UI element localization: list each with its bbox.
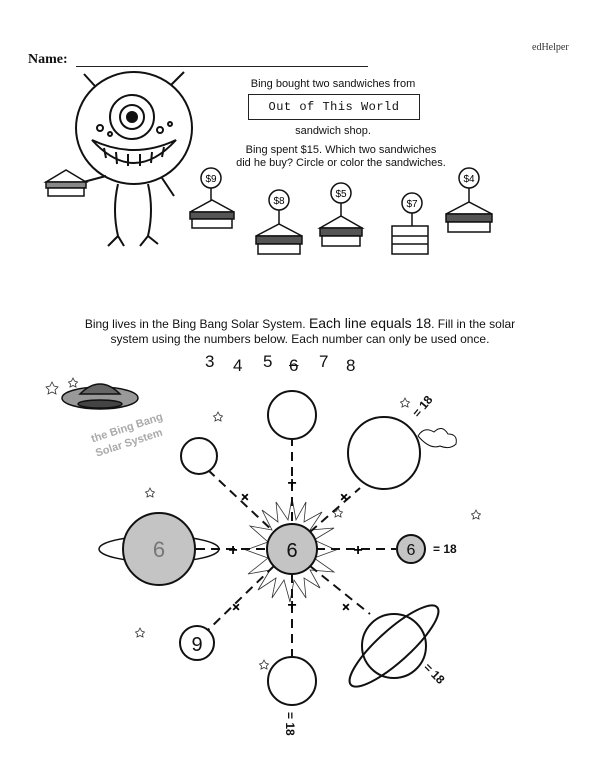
problem1-question: Bing spent $15. Which two sandwiches did… [236, 144, 446, 170]
plus-lower-right: + [336, 598, 355, 617]
eq18-upper-right: = 18 [410, 393, 436, 420]
price-8-label: $8 [273, 196, 285, 207]
center-sun[interactable] [266, 523, 318, 575]
plus-upper-right: + [335, 488, 354, 507]
problem1-line3: Bing spent $15. Which two sandwiches [245, 144, 437, 156]
instr-bold: Each line equals 18 [308, 315, 432, 331]
name-input-line[interactable] [76, 66, 368, 67]
sandwich-4-icon [445, 167, 493, 233]
number-bank-7: 7 [319, 352, 329, 371]
name-label: Name: [28, 52, 68, 67]
problem1-line4: did he buy? Circle or color the sandwich… [236, 157, 446, 169]
problem2-instructions: Bing lives in the Bing Bang Solar System… [60, 316, 540, 347]
price-5-label: $5 [335, 189, 347, 200]
bottom-left-value: 9 [191, 634, 202, 656]
number-bank-4: 4 [233, 356, 243, 375]
number-bank-6: 6 [289, 356, 299, 375]
planet-left[interactable] [122, 512, 196, 586]
number-bank-5: 5 [263, 352, 273, 371]
planet-upper-left[interactable] [180, 437, 218, 475]
planet-bottom[interactable] [267, 656, 317, 706]
problem1-illustrations: $9 $8 $5 $7 $4 [43, 71, 493, 255]
cloud-icon [417, 428, 457, 449]
plus-top: + [287, 475, 296, 492]
planet-upper-right[interactable] [347, 416, 421, 490]
connector-lines [196, 437, 396, 660]
brand-label: edHelper [532, 42, 569, 53]
eq18-lower-right: = 18 [421, 660, 448, 687]
sandwich-7-icon [391, 192, 429, 255]
problem1-line2: sandwich shop. [295, 125, 371, 137]
plus-right: + [353, 542, 362, 559]
ufo-icon [61, 383, 139, 410]
instr-part1: Bing lives in the Bing Bang Solar System… [84, 317, 309, 331]
sandwich-8-icon [255, 189, 303, 255]
instr-part2: . Fill in the solar [431, 317, 516, 331]
saturn-ring [348, 604, 440, 688]
planet-top[interactable] [267, 390, 317, 440]
price-7-label: $7 [406, 199, 418, 210]
center-value: 6 [286, 540, 297, 562]
problem1-line1: Bing bought two sandwiches from [250, 78, 416, 90]
planet-lower-left[interactable] [179, 625, 215, 661]
sandwich-5-icon [317, 182, 365, 247]
number-bank-3: 3 [205, 352, 215, 371]
eq18-bottom: = 18 [283, 712, 297, 736]
plus-upper-left: + [235, 488, 254, 507]
plus-lower-left: + [227, 598, 246, 617]
eq18-right: = 18 [433, 542, 457, 556]
star-decorations [45, 377, 482, 670]
plus-bottom: + [287, 597, 296, 614]
left-planet-value: 6 [153, 537, 165, 562]
shop-name-banner: Out of This World [248, 94, 420, 120]
alien-character-icon [75, 71, 193, 247]
sun-rays [244, 497, 338, 603]
plus-left: + [228, 542, 237, 559]
price-4-label: $4 [463, 174, 475, 185]
instr-line2: system using the numbers below. Each num… [110, 332, 490, 346]
number-bank-8: 8 [346, 356, 356, 375]
planet-lower-right[interactable] [361, 613, 427, 679]
sandwich-9-icon [189, 167, 235, 229]
price-9-label: $9 [205, 174, 217, 185]
planet-right-small[interactable] [396, 534, 426, 564]
right-small-value: 6 [407, 542, 416, 559]
held-sandwich-icon [43, 169, 89, 197]
